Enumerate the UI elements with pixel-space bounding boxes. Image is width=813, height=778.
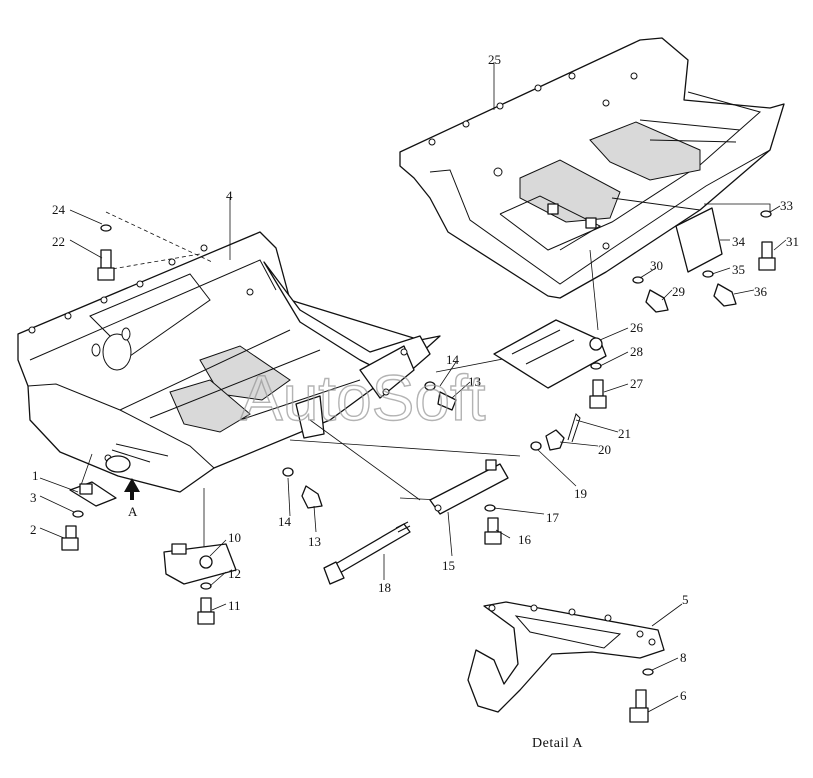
callout-8: 8 [680, 650, 687, 665]
bracket-15 [429, 459, 509, 515]
bracket-26 [493, 319, 607, 389]
callout-29: 29 [672, 284, 685, 299]
leader-lines [39, 62, 787, 713]
callout-27: 27 [630, 376, 644, 391]
pad-34 [675, 207, 723, 273]
callout-14-upper: 14 [446, 352, 460, 367]
callout-18: 18 [378, 580, 391, 595]
washer-14-upper [424, 381, 436, 391]
bolt-6 [629, 689, 649, 723]
plate-10 [163, 543, 237, 585]
bolt-13 [301, 485, 323, 509]
callout-31: 31 [786, 234, 799, 249]
washer-8 [642, 668, 654, 676]
callout-28: 28 [630, 344, 643, 359]
washer-24 [100, 224, 112, 232]
callout-26: 26 [630, 320, 644, 335]
washer-3 [72, 510, 84, 518]
pin-21 [567, 413, 581, 443]
nut-20 [545, 429, 565, 451]
view-arrow-label: A [128, 504, 138, 519]
guard-plate-4 [17, 231, 441, 493]
callout-13-upper: 13 [468, 374, 481, 389]
callout-35: 35 [732, 262, 745, 277]
washer-35 [702, 270, 714, 278]
washer-12 [200, 582, 212, 590]
bolt-13-upper [437, 391, 457, 411]
callout-3: 3 [30, 490, 37, 505]
callout-10: 10 [228, 530, 241, 545]
callout-21: 21 [618, 426, 631, 441]
callout-6: 6 [680, 688, 687, 703]
callout-36: 36 [754, 284, 768, 299]
callout-15: 15 [442, 558, 455, 573]
bolt-2 [61, 525, 79, 551]
callout-25: 25 [488, 52, 501, 67]
callout-14: 14 [278, 514, 292, 529]
callout-17: 17 [546, 510, 560, 525]
callout-20: 20 [598, 442, 611, 457]
callout-33: 33 [780, 198, 793, 213]
callout-4: 4 [226, 188, 233, 203]
bolt-22 [97, 249, 115, 281]
callout-24: 24 [52, 202, 66, 217]
washer-28 [590, 362, 602, 370]
view-arrow-a [124, 478, 140, 500]
bolt-31 [758, 241, 776, 271]
bolt-36 [713, 283, 737, 307]
callout-labels: 1 2 3 4 5 6 8 10 11 12 13 13 14 14 15 16… [30, 52, 799, 703]
callout-5: 5 [682, 592, 689, 607]
callout-22: 22 [52, 234, 65, 249]
watermark: AutoSoft [240, 362, 486, 434]
callout-34: 34 [732, 234, 746, 249]
bolt-18 [323, 521, 411, 585]
callout-30: 30 [650, 258, 663, 273]
callout-16: 16 [518, 532, 532, 547]
bolt-29 [645, 289, 669, 313]
washer-19 [530, 441, 542, 451]
callout-2: 2 [30, 522, 37, 537]
detail-caption: Detail A [532, 736, 583, 751]
bracket-1 [69, 481, 117, 507]
callout-1: 1 [32, 468, 39, 483]
washer-17 [484, 504, 496, 512]
callout-12: 12 [228, 566, 241, 581]
guard-plate-25 [399, 37, 785, 299]
bolt-27 [589, 379, 607, 409]
washer-33 [760, 210, 772, 218]
washer-30 [632, 276, 644, 284]
bolt-16 [484, 517, 502, 545]
washer-14 [282, 467, 294, 477]
callout-11: 11 [228, 598, 241, 613]
tow-hook-5 [467, 601, 665, 713]
callout-13: 13 [308, 534, 321, 549]
callout-19: 19 [574, 486, 587, 501]
bolt-11 [197, 597, 215, 625]
